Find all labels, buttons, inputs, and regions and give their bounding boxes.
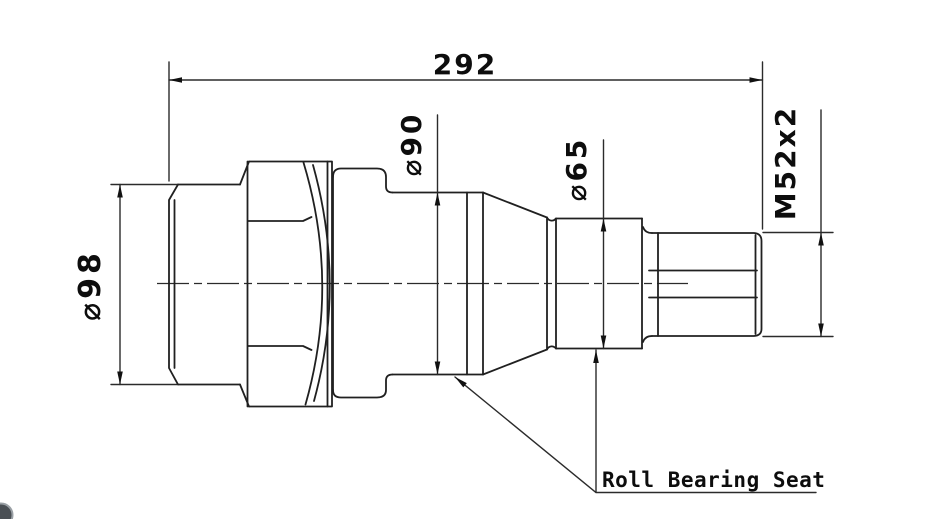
arrowhead-up-icon (600, 218, 607, 232)
roll-bearing-seat-callout: Roll Bearing Seat (454, 349, 825, 494)
arrowhead-up-icon (117, 184, 123, 198)
arrowhead-diagonal-icon (455, 377, 467, 388)
diameter-90-dimension: ⌀90 (395, 112, 441, 376)
roll-bearing-seat-label: Roll Bearing Seat (602, 468, 825, 492)
diameter-65-dimension: ⌀65 (560, 137, 607, 350)
arrowhead-down-icon (434, 361, 441, 375)
arrowhead-up-icon (818, 232, 824, 246)
thread-dimension: M52x2 (762, 106, 834, 338)
corner-dot (0, 502, 14, 519)
arrowhead-right-icon (749, 77, 763, 83)
overall-length-dimension: 292 (168, 48, 764, 230)
arrowhead-up-icon (593, 350, 599, 363)
diameter-98-dimension: ⌀98 (73, 183, 178, 386)
arrowhead-left-icon (169, 77, 182, 83)
thread-label: M52x2 (769, 106, 802, 220)
arrowhead-down-icon (117, 371, 123, 385)
diameter-65-label: ⌀65 (560, 137, 593, 202)
arrowhead-up-icon (434, 192, 441, 206)
arrowhead-down-icon (600, 335, 607, 349)
diameter-98-label: ⌀98 (73, 249, 108, 321)
part-outline (157, 160, 763, 408)
arrowhead-down-icon (818, 323, 824, 337)
overall-length-label: 292 (433, 48, 497, 81)
diameter-90-label: ⌀90 (395, 112, 428, 177)
